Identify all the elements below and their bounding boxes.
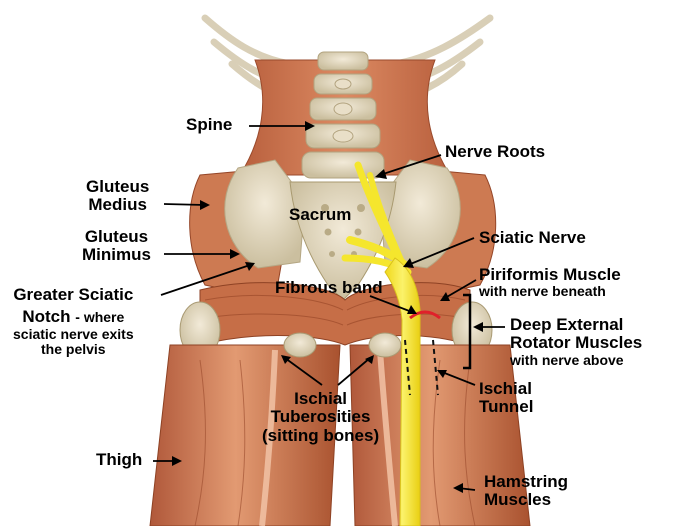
label-gluteus-medius-line1: Gluteus [86, 178, 149, 196]
label-gluteus-minimus-line2: Minimus [82, 246, 151, 264]
label-sciatic-nerve: Sciatic Nerve [479, 229, 586, 247]
label-hamstring: Hamstring Muscles [484, 473, 568, 510]
label-piriformis-title: Piriformis Muscle [479, 266, 621, 284]
label-gluteus-minimus: Gluteus Minimus [82, 228, 151, 265]
label-hamstring-line2: Muscles [484, 491, 568, 509]
label-rotators-sub: with nerve above [510, 353, 642, 368]
label-tunnel-line2: Tunnel [479, 398, 533, 416]
label-notch-word: Notch [22, 307, 70, 326]
label-notch-title: Greater Sciatic [13, 286, 134, 304]
label-notch-line2: sciatic nerve exits [13, 327, 134, 342]
label-tuberosities-line3: (sitting bones) [262, 427, 379, 445]
ischial-tuberosity-left [284, 333, 316, 357]
label-rotators-line1: Deep External [510, 316, 642, 334]
label-gluteus-minimus-line1: Gluteus [82, 228, 151, 246]
label-tuberosities-line1: Ischial [262, 390, 379, 408]
label-deep-external-rotators: Deep External Rotator Muscles with nerve… [510, 316, 642, 368]
label-gluteus-medius-line2: Medius [86, 196, 149, 214]
label-gluteus-medius: Gluteus Medius [86, 178, 149, 215]
label-ischial-tunnel: Ischial Tunnel [479, 380, 533, 417]
label-piriformis: Piriformis Muscle with nerve beneath [479, 266, 621, 299]
label-tunnel-line1: Ischial [479, 380, 533, 398]
label-notch-line3: the pelvis [13, 342, 134, 357]
label-piriformis-sub: with nerve beneath [479, 284, 621, 299]
label-fibrous-band: Fibrous band [275, 279, 383, 297]
label-ischial-tuberosities: Ischial Tuberosities (sitting bones) [262, 390, 379, 445]
label-hamstring-line1: Hamstring [484, 473, 568, 491]
label-sacrum: Sacrum [289, 206, 351, 224]
ischial-tuberosity-right [369, 333, 401, 357]
label-thigh: Thigh [96, 451, 142, 469]
label-nerve-roots: Nerve Roots [445, 143, 545, 161]
label-tuberosities-line2: Tuberosities [262, 408, 379, 426]
label-greater-sciatic-notch: Greater Sciatic Notch - where sciatic ne… [13, 286, 134, 357]
label-spine: Spine [186, 116, 232, 134]
label-rotators-line2: Rotator Muscles [510, 334, 642, 352]
label-notch-desc: - where [75, 309, 124, 325]
